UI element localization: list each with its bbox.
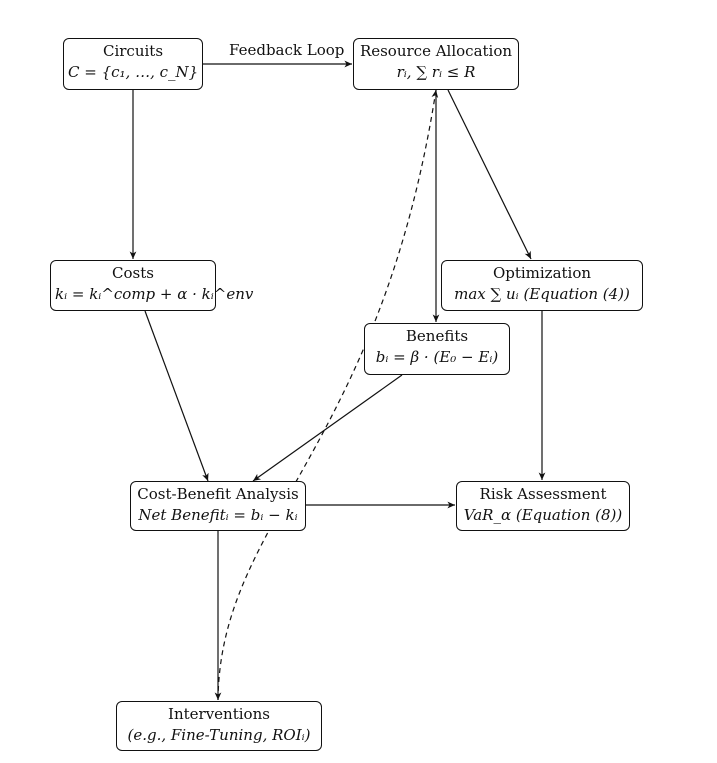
node-resource-formula: rᵢ, ∑ rᵢ ≤ R [396,63,476,81]
node-benefits-title: Benefits [405,327,469,345]
edge-feedback-loop [217,89,439,701]
node-costs-title: Costs [112,264,154,282]
node-optimization: Optimization max ∑ uᵢ (Equation (4)) [441,260,643,311]
node-risk-title: Risk Assessment [479,485,607,503]
feedback-loop-label: Feedback Loop [229,41,345,59]
node-circuits-title: Circuits [102,42,164,60]
node-interventions-title: Interventions [168,705,270,723]
node-costs: Costs kᵢ = kᵢ^comp + α · kᵢ^env [50,260,254,311]
node-cba-formula: Net Benefitᵢ = bᵢ − kᵢ [138,506,298,524]
node-optimization-formula: max ∑ uᵢ (Equation (4)) [454,285,630,303]
node-benefits-formula: bᵢ = β · (E₀ − Eᵢ) [375,348,499,366]
edge-resource-optimization [447,89,532,260]
node-costs-formula: kᵢ = kᵢ^comp + α · kᵢ^env [55,285,254,303]
edge-benefits-cba [252,374,403,482]
node-risk-formula: VaR_α (Equation (8)) [463,506,623,524]
edge-costs-cba [144,310,209,482]
node-risk-assessment: Risk Assessment VaR_α (Equation (8)) [456,481,630,531]
node-circuits-formula: C = {c₁, …, c_N} [68,63,199,81]
node-interventions: Interventions (e.g., Fine-Tuning, ROIᵢ) [116,701,322,751]
node-resource-allocation: Resource Allocation rᵢ, ∑ rᵢ ≤ R [353,38,519,90]
node-optimization-title: Optimization [492,264,592,282]
node-circuits: Circuits C = {c₁, …, c_N} [63,38,203,90]
node-resource-title: Resource Allocation [359,42,513,60]
node-interventions-formula: (e.g., Fine-Tuning, ROIᵢ) [127,726,311,744]
node-cost-benefit-analysis: Cost-Benefit Analysis Net Benefitᵢ = bᵢ … [130,481,306,531]
node-cba-title: Cost-Benefit Analysis [137,485,299,503]
node-benefits: Benefits bᵢ = β · (E₀ − Eᵢ) [364,323,510,375]
